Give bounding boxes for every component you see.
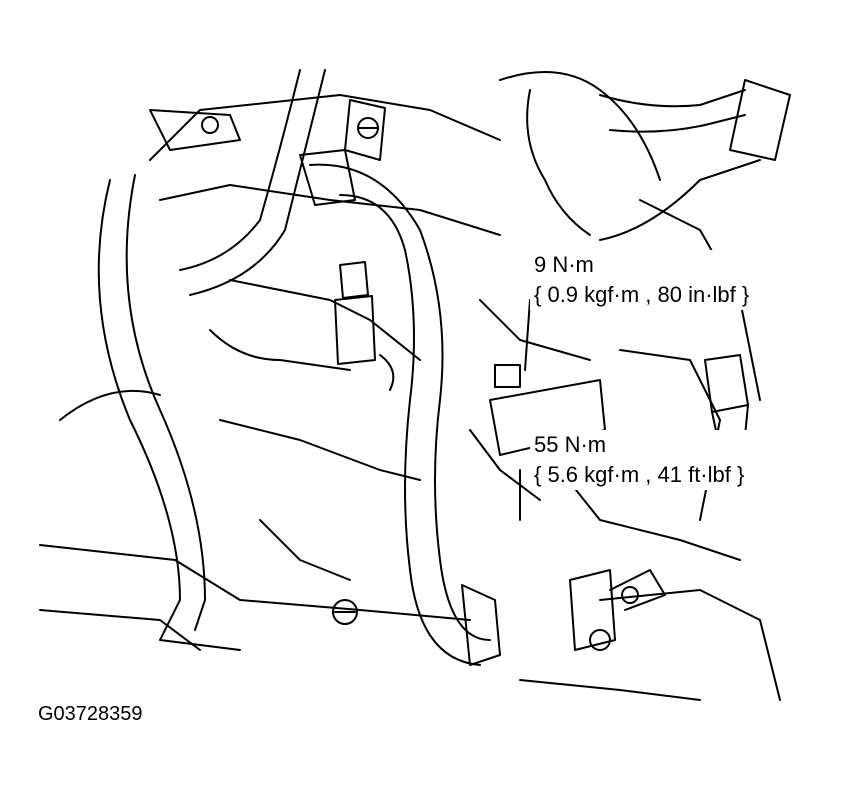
torque-callout-lower: 55 N·m { 5.6 kgf·m , 41 ft·lbf } — [530, 430, 749, 490]
mount-bracket-bolt — [489, 364, 666, 651]
engine-block-outline — [39, 71, 781, 701]
torque-conversion: { 0.9 kgf·m , 80 in·lbf } — [534, 282, 750, 307]
wiring-harness — [179, 69, 791, 296]
figure-code: G03728359 — [38, 703, 143, 725]
torque-conversion: { 5.6 kgf·m , 41 ft·lbf } — [534, 462, 745, 487]
belt-guide — [97, 109, 241, 651]
coolant-hose — [299, 149, 501, 666]
electrical-connector — [704, 354, 749, 441]
sensor-fitting — [334, 261, 395, 391]
torque-value: 9 N·m — [534, 252, 594, 277]
upper-bracket-bolt — [344, 99, 386, 161]
torque-callout-upper: 9 N·m { 0.9 kgf·m , 80 in·lbf } — [530, 250, 754, 310]
leader-lines — [519, 299, 531, 521]
torque-value: 55 N·m — [534, 432, 607, 457]
lower-bolt — [332, 599, 358, 625]
